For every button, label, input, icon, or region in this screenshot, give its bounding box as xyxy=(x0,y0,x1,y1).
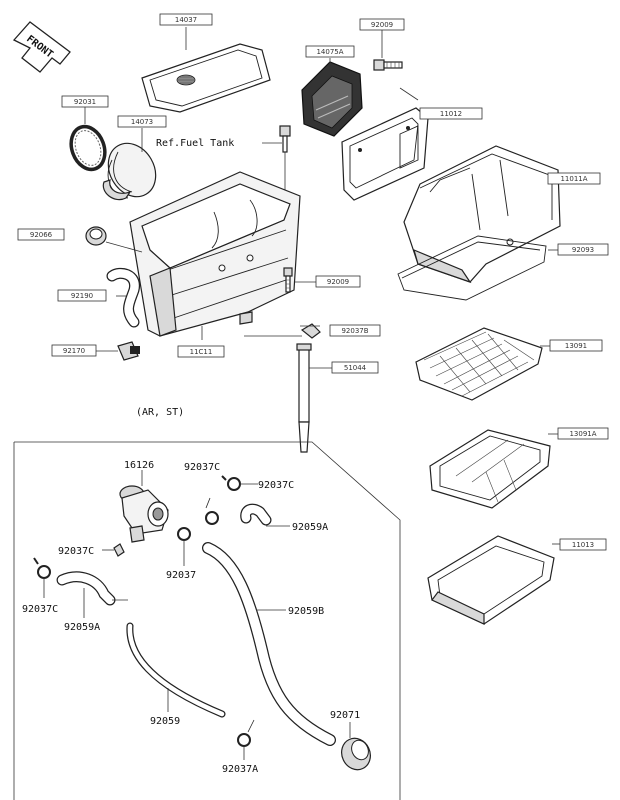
label-11011[interactable]: 11C11 xyxy=(177,345,225,358)
part-gasket-92093 xyxy=(397,235,547,301)
svg-text:92059A: 92059A xyxy=(292,522,328,533)
ref-fuel-tank-note: Ref.Fuel Tank xyxy=(156,138,234,149)
part-airbox xyxy=(129,171,301,337)
part-clamp-92037 xyxy=(177,527,191,541)
part-clamp-left xyxy=(33,557,51,579)
label-92059b[interactable]: 92059B xyxy=(288,606,324,617)
svg-text:92066: 92066 xyxy=(30,231,53,239)
svg-text:92037C: 92037C xyxy=(258,480,294,491)
part-frame-13091a xyxy=(429,429,551,509)
svg-text:92037: 92037 xyxy=(166,570,196,581)
svg-text:92190: 92190 xyxy=(71,292,93,300)
svg-text:92037B: 92037B xyxy=(341,327,368,335)
part-hose-92059a-left xyxy=(56,571,116,606)
svg-text:11C11: 11C11 xyxy=(190,348,213,356)
group-label: (AR, ST) xyxy=(136,407,184,418)
part-fuel-tank-bolt xyxy=(279,125,291,153)
label-92037[interactable]: 92037 xyxy=(166,570,196,581)
label-92170[interactable]: 92170 xyxy=(51,344,97,357)
part-duct xyxy=(102,142,157,201)
label-92037c-2[interactable]: 92037C xyxy=(258,480,294,491)
svg-text:13091A: 13091A xyxy=(569,430,596,438)
part-clamp-mid xyxy=(205,497,219,525)
label-92059a-right[interactable]: 92059A xyxy=(292,522,328,533)
part-bolt-top xyxy=(373,59,403,71)
svg-text:92037C: 92037C xyxy=(184,462,220,473)
part-frame-11012 xyxy=(341,107,429,201)
part-top-cover xyxy=(403,145,561,284)
label-92093[interactable]: 92093 xyxy=(557,243,609,256)
svg-text:92093: 92093 xyxy=(572,246,594,254)
label-92009-top[interactable]: 92009 xyxy=(359,18,405,31)
part-filter-11013 xyxy=(427,535,555,625)
part-hose-92059 xyxy=(126,622,226,718)
svg-text:92059B: 92059B xyxy=(288,606,324,617)
svg-text:14037: 14037 xyxy=(175,16,197,24)
label-92037c-4[interactable]: 92037C xyxy=(22,604,58,615)
label-13091[interactable]: 13091 xyxy=(549,339,603,352)
part-hose-92059b xyxy=(202,542,336,746)
part-clamp-top xyxy=(221,475,241,491)
label-92190[interactable]: 92190 xyxy=(57,289,107,302)
label-14037[interactable]: 14037 xyxy=(159,13,213,26)
label-92037c-3[interactable]: 92037C xyxy=(58,546,94,557)
svg-text:92071: 92071 xyxy=(330,710,360,721)
part-clamp-92037a xyxy=(237,719,255,747)
svg-text:14075A: 14075A xyxy=(316,48,343,56)
label-14073[interactable]: 14073 xyxy=(117,115,167,128)
label-11013[interactable]: 11013 xyxy=(559,538,607,551)
part-tube-51044 xyxy=(296,343,312,453)
front-arrow-badge: FRONT xyxy=(12,21,71,73)
group-outline xyxy=(14,441,401,800)
label-92071[interactable]: 92071 xyxy=(330,710,360,721)
part-cover-plate xyxy=(141,43,271,113)
part-clip-92170 xyxy=(117,341,140,361)
label-14075a[interactable]: 14075A xyxy=(305,45,355,58)
svg-text:92009: 92009 xyxy=(371,21,393,29)
svg-text:92170: 92170 xyxy=(63,347,85,355)
label-92009-mid[interactable]: 92009 xyxy=(315,275,361,288)
label-92037a[interactable]: 92037A xyxy=(222,764,258,775)
svg-text:13091: 13091 xyxy=(565,342,587,350)
svg-text:11011A: 11011A xyxy=(560,175,587,183)
svg-text:51044: 51044 xyxy=(344,364,367,372)
label-16126[interactable]: 16126 xyxy=(124,460,154,471)
part-clamp-ring xyxy=(69,124,107,172)
part-grommet-92071 xyxy=(341,737,371,771)
label-92031[interactable]: 92031 xyxy=(61,95,109,108)
label-11012[interactable]: 11012 xyxy=(419,107,483,120)
label-92037c-1[interactable]: 92037C xyxy=(184,462,220,473)
part-valve-16126 xyxy=(119,485,169,543)
svg-text:11012: 11012 xyxy=(440,110,462,118)
svg-text:92037A: 92037A xyxy=(222,764,258,775)
svg-text:92037C: 92037C xyxy=(22,604,58,615)
part-grommet-92066 xyxy=(85,226,107,246)
label-92059a-left[interactable]: 92059A xyxy=(64,622,100,633)
svg-text:92031: 92031 xyxy=(74,98,96,106)
part-hose-92190 xyxy=(106,267,141,328)
label-51044[interactable]: 51044 xyxy=(331,361,379,374)
svg-text:92059: 92059 xyxy=(150,716,180,727)
part-bolt-mid xyxy=(283,267,293,293)
svg-text:11013: 11013 xyxy=(572,541,594,549)
svg-text:16126: 16126 xyxy=(124,460,154,471)
label-92059[interactable]: 92059 xyxy=(150,716,180,727)
svg-text:92059A: 92059A xyxy=(64,622,100,633)
part-hose-92059a-right xyxy=(240,503,272,526)
svg-text:92037C: 92037C xyxy=(58,546,94,557)
svg-text:14073: 14073 xyxy=(131,118,153,126)
part-element-13091 xyxy=(415,327,543,401)
svg-text:92009: 92009 xyxy=(327,278,349,286)
label-13091a[interactable]: 13091A xyxy=(557,427,609,440)
label-92037b[interactable]: 92037B xyxy=(329,324,381,337)
label-11011a[interactable]: 11011A xyxy=(547,172,601,185)
part-clip-small xyxy=(113,543,125,557)
part-intake-boot xyxy=(301,61,363,137)
label-92066[interactable]: 92066 xyxy=(17,228,65,241)
